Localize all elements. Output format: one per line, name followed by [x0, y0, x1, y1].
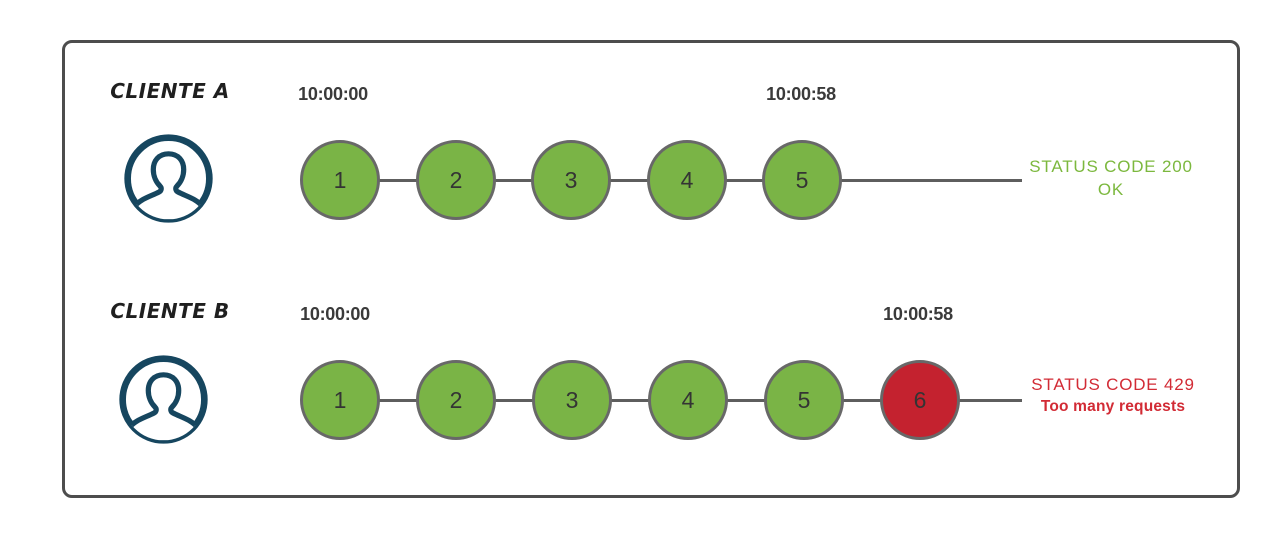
request-number: 1	[333, 386, 347, 413]
status-b: STATUS CODE 429 Too many requests	[1028, 374, 1198, 418]
request-circle-b4: 4	[648, 360, 728, 440]
request-number: 4	[681, 386, 695, 413]
row-b-end-timestamp: 10:00:58	[883, 304, 953, 324]
status-a-message: OK	[1097, 180, 1125, 199]
request-circle-a3: 3	[531, 140, 611, 220]
request-circle-b1: 1	[300, 360, 380, 440]
client-b-person-icon	[116, 352, 211, 447]
row-a-start-timestamp: 10:00:00	[298, 84, 368, 104]
client-a-person-icon	[121, 131, 216, 226]
status-a-code: STATUS CODE 200	[1029, 157, 1193, 176]
request-number: 3	[565, 386, 579, 413]
request-circle-b2: 2	[416, 360, 496, 440]
status-b-code: STATUS CODE 429	[1031, 375, 1195, 394]
request-circle-a1: 1	[300, 140, 380, 220]
client-b-label: CLIENTE B	[110, 299, 230, 323]
status-b-message: Too many requests	[1040, 398, 1186, 415]
request-number: 4	[680, 166, 694, 193]
request-number: 5	[797, 386, 811, 413]
request-number: 2	[449, 386, 463, 413]
row-a-end-timestamp: 10:00:58	[766, 84, 836, 104]
request-circle-b3: 3	[532, 360, 612, 440]
status-a: STATUS CODE 200 OK	[1028, 155, 1194, 201]
request-circle-b5: 5	[764, 360, 844, 440]
request-circle-a2: 2	[416, 140, 496, 220]
row-b-start-timestamp: 10:00:00	[300, 304, 370, 324]
request-circle-a4: 4	[647, 140, 727, 220]
request-circle-a5: 5	[762, 140, 842, 220]
request-circle-b6-rejected: 6	[880, 360, 960, 440]
request-number: 3	[564, 166, 578, 193]
request-number: 5	[795, 166, 809, 193]
diagram-frame	[62, 40, 1240, 498]
request-number: 1	[333, 166, 347, 193]
client-a-label: CLIENTE A	[110, 79, 230, 103]
request-number: 6	[913, 386, 927, 413]
request-number: 2	[449, 166, 463, 193]
